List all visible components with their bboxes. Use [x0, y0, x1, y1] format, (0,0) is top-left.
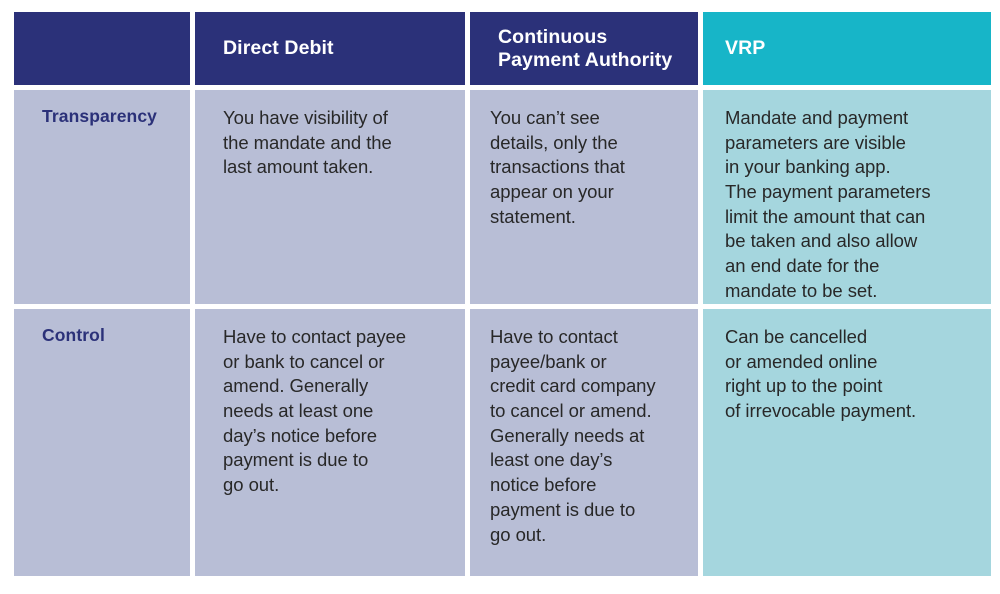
row-header-transparency: Transparency: [14, 90, 190, 304]
column-header-vrp-label: VRP: [725, 37, 766, 59]
row-header-control: Control: [14, 309, 190, 576]
table-header-corner-cell: [14, 12, 190, 85]
cell-control-vrp: Can be cancelled or amended online right…: [703, 309, 991, 576]
cell-control-vrp-text: Can be cancelled or amended online right…: [725, 326, 917, 422]
column-header-direct-debit: Direct Debit: [195, 12, 465, 85]
column-header-vrp: VRP: [703, 12, 991, 85]
comparison-table: Direct Debit Continuous Payment Authorit…: [14, 12, 991, 576]
cell-transparency-continuous-payment-authority-text: You can’t see details, only the transact…: [490, 107, 625, 227]
cell-control-direct-debit: Have to contact payee or bank to cancel …: [195, 309, 465, 576]
cell-control-continuous-payment-authority-text: Have to contact payee/bank or credit car…: [490, 326, 656, 545]
cell-transparency-vrp-text: Mandate and payment parameters are visib…: [725, 107, 931, 301]
cell-control-continuous-payment-authority: Have to contact payee/bank or credit car…: [470, 309, 698, 576]
cell-transparency-direct-debit: You have visibility of the mandate and t…: [195, 90, 465, 304]
row-header-control-label: Control: [42, 325, 105, 345]
cell-transparency-continuous-payment-authority: You can’t see details, only the transact…: [470, 90, 698, 304]
cell-control-direct-debit-text: Have to contact payee or bank to cancel …: [223, 326, 407, 496]
cell-transparency-direct-debit-text: You have visibility of the mandate and t…: [223, 107, 392, 178]
column-header-continuous-payment-authority: Continuous Payment Authority: [470, 12, 698, 85]
column-header-continuous-payment-authority-label: Continuous Payment Authority: [498, 25, 673, 71]
cell-transparency-vrp: Mandate and payment parameters are visib…: [703, 90, 991, 304]
column-header-direct-debit-label: Direct Debit: [223, 37, 334, 59]
row-header-transparency-label: Transparency: [42, 106, 158, 126]
